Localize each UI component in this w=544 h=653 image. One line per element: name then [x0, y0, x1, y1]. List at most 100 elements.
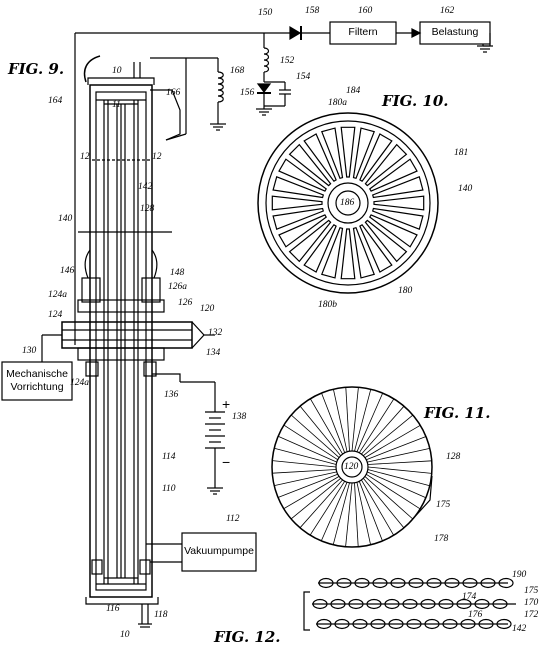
ref-120: 120 — [200, 304, 215, 314]
disc-rib — [299, 405, 342, 456]
vacuum-pump-box — [181, 532, 257, 572]
disc-rib — [354, 482, 359, 547]
ref-178: 178 — [434, 534, 449, 544]
disc-slot — [371, 207, 424, 231]
ref-136: 136 — [164, 390, 179, 400]
ref-10-top: 10 — [112, 66, 122, 76]
disc-rib — [361, 405, 405, 455]
ref-118: 118 — [154, 610, 168, 620]
disc-slot — [271, 195, 323, 211]
ref-148: 148 — [170, 268, 185, 278]
filter-label: Filtern — [348, 26, 378, 38]
ref-116: 116 — [106, 604, 120, 614]
ref-12-left: 12 — [80, 152, 90, 162]
disc-rib — [332, 482, 350, 545]
battery-138 — [180, 381, 225, 495]
ref-10-bottom: 10 — [120, 630, 130, 640]
ref-140: 140 — [58, 214, 73, 224]
disc-slot — [369, 214, 418, 248]
disc-rib — [354, 389, 372, 452]
disc-rib — [351, 387, 359, 452]
ref-162: 162 — [440, 6, 455, 16]
ref-170: 170 — [524, 598, 539, 608]
disc-slot — [340, 126, 356, 178]
ref-142: 142 — [138, 182, 153, 192]
section-link — [480, 577, 496, 589]
ref-164: 164 — [48, 96, 63, 106]
section-link — [498, 577, 514, 589]
section-link — [444, 577, 460, 589]
section-link — [366, 598, 382, 610]
disc-slot — [288, 143, 332, 187]
disc-rib — [363, 414, 414, 457]
diode-158 — [289, 25, 302, 41]
ref-126a: 126a — [168, 282, 187, 292]
disc-rib — [283, 476, 340, 510]
disc-rib — [290, 477, 341, 520]
disc-rib — [283, 424, 338, 461]
disc-rib — [364, 424, 421, 458]
section-link — [348, 598, 364, 610]
disc-slot — [278, 214, 327, 248]
section-link — [496, 618, 512, 630]
section-link — [388, 618, 404, 630]
ref-146: 146 — [60, 266, 75, 276]
disc-rib — [333, 389, 348, 452]
ref-181: 181 — [454, 148, 469, 158]
disc-slot — [364, 143, 408, 187]
section-link — [390, 577, 406, 589]
disc-slot — [320, 226, 344, 279]
ref-150: 150 — [258, 8, 273, 18]
figure-12-title: FIG. 12. — [214, 628, 281, 646]
disc-rib — [366, 473, 421, 510]
ref-128-disc: 128 — [446, 452, 461, 462]
ref-110: 110 — [162, 484, 176, 494]
disc-rib — [321, 392, 346, 453]
ref-142-section: 142 — [512, 624, 527, 634]
section-link — [492, 598, 508, 610]
ribbed-disc-fig11 — [271, 386, 433, 548]
section-link — [420, 598, 436, 610]
mechanical-device-box — [1, 361, 73, 401]
disc-slot — [278, 158, 327, 192]
disc-rib — [367, 448, 430, 463]
ref-126: 126 — [178, 298, 193, 308]
battery-plus: + — [222, 396, 231, 412]
disc-slot — [272, 207, 325, 231]
disc-rib — [367, 471, 427, 499]
vacuum-tube-assembly — [61, 55, 215, 628]
disc-slot — [352, 226, 376, 279]
section-link — [478, 618, 494, 630]
disc-rib — [367, 469, 430, 487]
disc-rib — [356, 482, 371, 545]
section-link — [336, 577, 352, 589]
disc-slot — [364, 219, 408, 263]
ref-158: 158 — [305, 6, 320, 16]
disc-slot — [303, 133, 337, 182]
ref-124a: 124a — [48, 290, 67, 300]
disc-rib — [358, 481, 383, 542]
ref-132: 132 — [208, 328, 223, 338]
disc-rib — [356, 392, 384, 452]
disc-rib — [309, 398, 343, 455]
ref-114: 114 — [162, 452, 176, 462]
ground-symbol-diode — [256, 108, 272, 116]
ref-180a: 180a — [328, 98, 347, 108]
ref-124: 124 — [48, 310, 63, 320]
figure-11-title: FIG. 11. — [424, 404, 491, 422]
ref-190: 190 — [512, 570, 527, 580]
section-link — [372, 577, 388, 589]
output-circuit — [74, 21, 493, 345]
disc-slot — [320, 127, 344, 180]
ref-166: 166 — [166, 88, 181, 98]
ground-symbol-load — [477, 45, 493, 53]
ref-134: 134 — [206, 348, 221, 358]
ref-172: 172 — [524, 610, 539, 620]
ref-138: 138 — [232, 412, 247, 422]
ref-176: 176 — [468, 610, 483, 620]
disc-rib — [367, 460, 432, 465]
ref-154: 154 — [296, 72, 311, 82]
ref-120-disc: 120 — [344, 462, 359, 472]
section-link — [330, 598, 346, 610]
